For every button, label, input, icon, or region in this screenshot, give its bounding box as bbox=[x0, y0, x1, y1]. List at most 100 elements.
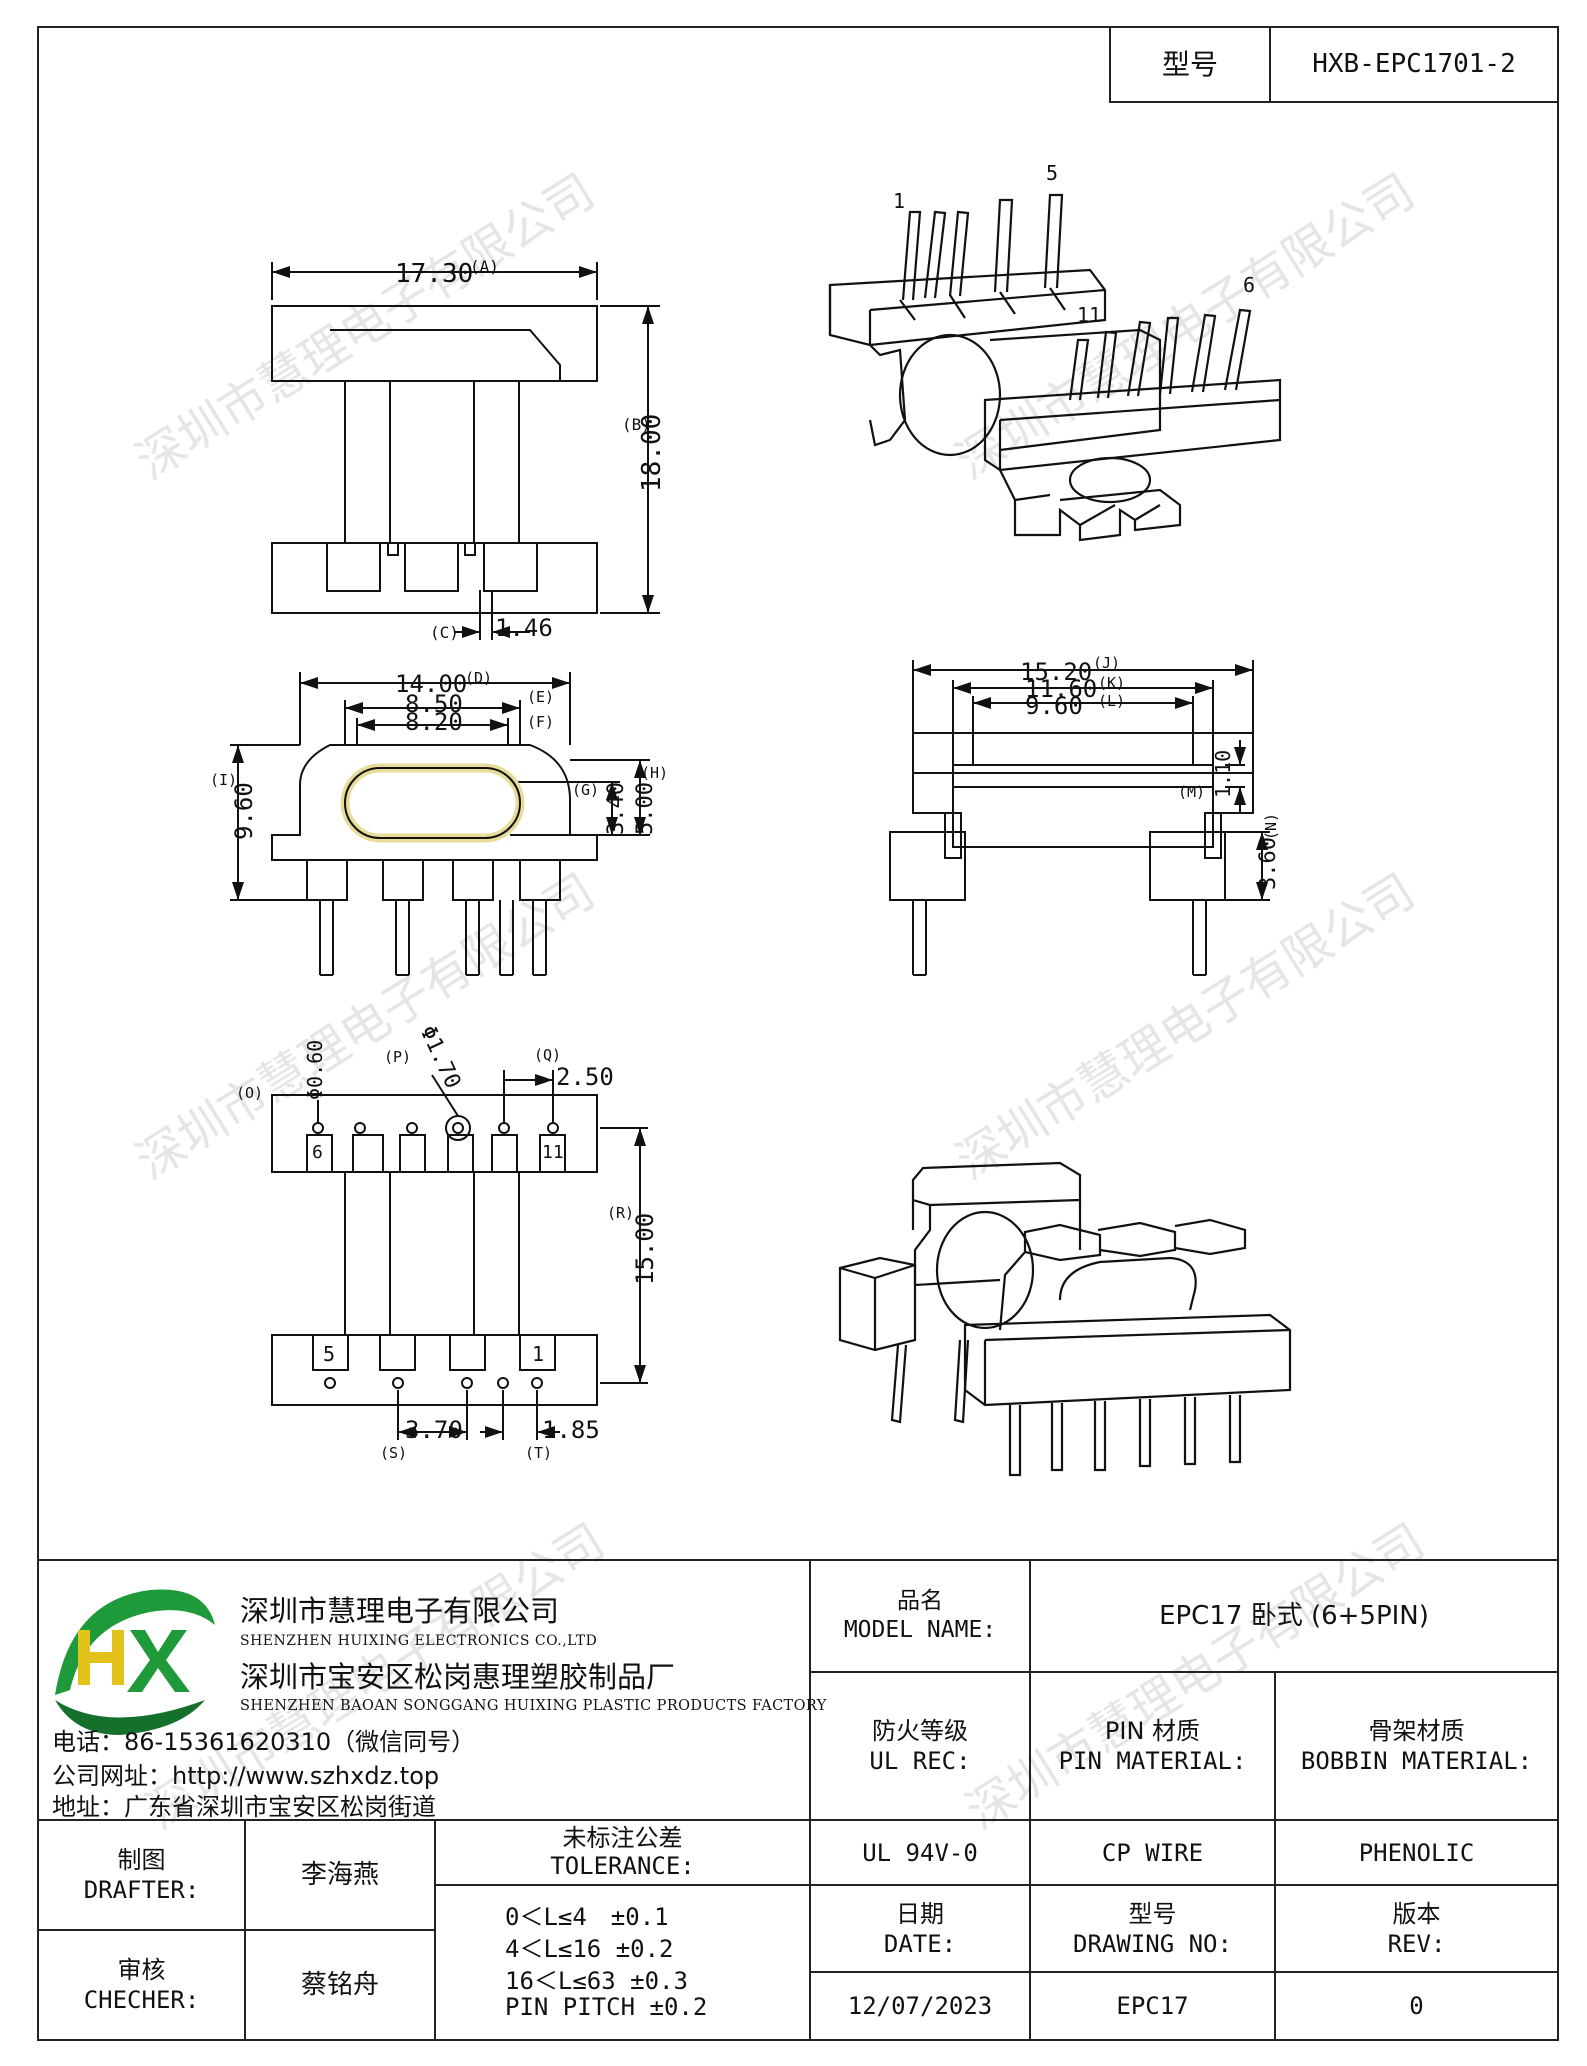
dim-f-value: 8.20 bbox=[405, 708, 463, 736]
dim-o-value: Φ0.60 bbox=[303, 1040, 327, 1100]
dim-c-tag: (C) bbox=[430, 623, 459, 642]
checker-label: 审核 CHECHER: bbox=[83, 1956, 200, 2014]
company-phone: 电话：86-15361620310（微信同号） bbox=[52, 1728, 476, 1756]
company-name-2: 深圳市宝安区松岗惠理塑胶制品厂 bbox=[240, 1660, 676, 1694]
dim-s-value: 3.70 bbox=[405, 1416, 463, 1444]
title-block bbox=[1109, 26, 1559, 103]
checker-value: 蔡铭舟 bbox=[300, 1969, 379, 2000]
bobbin-window bbox=[340, 763, 525, 843]
rev-value: 0 bbox=[1409, 1992, 1424, 2020]
dim-q-tag: (Q) bbox=[534, 1046, 561, 1064]
company-logo bbox=[55, 1589, 215, 1735]
dim-g-value: 3.40 bbox=[604, 782, 629, 835]
dim-e-tag: (E) bbox=[527, 688, 554, 706]
tolerance-line-4: PIN PITCH ±0.2 bbox=[505, 1993, 708, 2021]
dim-c-value: 1.46 bbox=[495, 614, 553, 642]
company-address: 地址：广东省深圳市宝安区松岗街道 bbox=[52, 1793, 436, 1821]
iso-view bbox=[828, 193, 1282, 542]
dim-j-value: 15.20 bbox=[1020, 658, 1092, 686]
tolerance-label: 未标注公差 TOLERANCE: bbox=[550, 1823, 695, 1880]
bottom-view-labels: Φ0.60 (O) Φ1.70 (P) 2.50 (Q) 15.00 (R) 3… bbox=[236, 1022, 659, 1462]
dim-a-tag: (A) bbox=[470, 257, 499, 276]
model-name-value: EPC17 卧式 (6+5PIN) bbox=[1159, 1600, 1429, 1631]
dim-l-tag: (L) bbox=[1098, 692, 1125, 710]
dim-b-tag: (B) bbox=[622, 415, 651, 434]
iso-pin-11-label: 11 bbox=[1077, 303, 1101, 327]
dim-s-tag: (S) bbox=[380, 1444, 407, 1462]
dim-f-tag: (F) bbox=[527, 713, 554, 731]
sheet-border bbox=[37, 26, 1559, 2041]
front-view bbox=[230, 672, 650, 976]
dim-i-tag: (I) bbox=[210, 771, 237, 789]
ul-rec-label: 防火等级 UL REC: bbox=[869, 1717, 971, 1775]
dim-q-value: 2.50 bbox=[556, 1063, 614, 1091]
dim-l-value: 9.60 bbox=[1025, 692, 1083, 720]
dim-p-value: Φ1.70 bbox=[415, 1022, 466, 1093]
dim-n-tag: (N) bbox=[1262, 813, 1280, 840]
drawing-no-value: EPC17 bbox=[1116, 1992, 1189, 2020]
dim-h-tag: (H) bbox=[641, 764, 668, 782]
company-name-1: 深圳市慧理电子有限公司 bbox=[240, 1594, 560, 1628]
bobbin-material-label: 骨架材质 BOBBIN MATERIAL: bbox=[1300, 1717, 1533, 1775]
dim-g-tag: (G) bbox=[572, 781, 599, 799]
dim-m-tag: (M) bbox=[1178, 783, 1205, 801]
pin-label-5: 5 bbox=[323, 1342, 335, 1366]
watermark-4: 深圳市慧理电子有限公司 bbox=[947, 863, 1424, 1190]
dim-h-value: 5.00 bbox=[633, 782, 658, 835]
tolerance-line-2: 4＜L≤16 ±0.2 bbox=[505, 1935, 674, 1963]
top-view bbox=[271, 262, 660, 640]
pin-label-6: 6 bbox=[312, 1142, 323, 1163]
dim-e-value: 8.50 bbox=[405, 690, 463, 718]
title-model-value: HXB-EPC1701-2 bbox=[1312, 49, 1516, 80]
dim-k-tag: (K) bbox=[1098, 674, 1125, 692]
pin-material-value: CP WIRE bbox=[1101, 1838, 1204, 1867]
drafter-value: 李海燕 bbox=[300, 1859, 379, 1890]
bottom-view bbox=[271, 1070, 648, 1440]
iso-view-labels: 1 5 6 11 bbox=[893, 161, 1255, 327]
bottom-table-lines bbox=[38, 1559, 1558, 2040]
watermark-1: 深圳市慧理电子有限公司 bbox=[127, 163, 604, 490]
rev-label: 版本 REV: bbox=[1387, 1899, 1446, 1958]
dim-t-tag: (T) bbox=[525, 1444, 552, 1462]
date-label: 日期 DATE: bbox=[883, 1899, 957, 1958]
top-view-labels: 17.30 (A) 18.00 (B) 1.46 (C) bbox=[395, 257, 667, 642]
tolerance-line-3: 16＜L≤63 ±0.3 bbox=[505, 1967, 688, 1995]
dim-j-tag: (J) bbox=[1093, 654, 1120, 672]
company-name-1-en: SHENZHEN HUIXING ELECTRONICS CO.,LTD bbox=[240, 1633, 598, 1649]
ul-rec-value: UL 94V-0 bbox=[862, 1838, 978, 1867]
dim-p-tag: (P) bbox=[384, 1048, 411, 1066]
dim-t-value: 1.85 bbox=[542, 1416, 600, 1444]
date-value: 12/07/2023 bbox=[847, 1992, 993, 2020]
model-name-label: 品名 MODEL NAME: bbox=[843, 1588, 997, 1643]
iso-pin-5-label: 5 bbox=[1046, 161, 1058, 185]
tolerance-line-1: 0＜L≤4 ±0.1 bbox=[505, 1903, 669, 1931]
dim-b-value: 18.00 bbox=[637, 414, 667, 492]
drafter-label: 制图 DRAFTER: bbox=[83, 1846, 200, 1904]
company-website: 公司网址：http://www.szhxdz.top bbox=[52, 1762, 440, 1790]
side-view-labels: 15.20 (J) 11.60 (K) 9.60 (L) 1.10 (M) 3.… bbox=[1020, 654, 1281, 890]
pin-label-11: 11 bbox=[542, 1142, 564, 1163]
pin-material-label: PIN 材质 PIN MATERIAL: bbox=[1058, 1717, 1247, 1775]
company-name-2-en: SHENZHEN BAOAN SONGGANG HUIXING PLASTIC … bbox=[240, 1698, 827, 1714]
drawing-no-label: 型号 DRAWING NO: bbox=[1073, 1899, 1232, 1958]
dim-i-value: 9.60 bbox=[230, 782, 258, 840]
dim-k-value: 11.60 bbox=[1025, 675, 1097, 703]
title-model-label: 型号 bbox=[1161, 48, 1218, 81]
dim-r-tag: (R) bbox=[607, 1204, 634, 1222]
dim-r-value: 15.00 bbox=[631, 1213, 659, 1285]
front-view-labels: 14.00 (D) 8.50 (E) 8.20 (F) 9.60 (I) 3.4… bbox=[210, 669, 668, 840]
dim-n-value: 3.60 bbox=[1256, 837, 1281, 890]
dim-d-tag: (D) bbox=[465, 669, 492, 687]
dim-a-value: 17.30 bbox=[395, 259, 473, 289]
dim-d-value: 14.00 bbox=[395, 670, 467, 698]
side-view bbox=[889, 660, 1270, 976]
watermark-2: 深圳市慧理电子有限公司 bbox=[947, 163, 1424, 490]
bobbin-material-value: PHENOLIC bbox=[1358, 1838, 1475, 1867]
iso-pin-1-label: 1 bbox=[893, 189, 905, 213]
dim-m-value: 1.10 bbox=[1211, 750, 1235, 798]
iso-pin-6-label: 6 bbox=[1243, 273, 1255, 297]
dim-o-tag: (O) bbox=[236, 1084, 263, 1102]
iso-view-2 bbox=[838, 1161, 1292, 1477]
pin-label-1: 1 bbox=[532, 1342, 544, 1366]
